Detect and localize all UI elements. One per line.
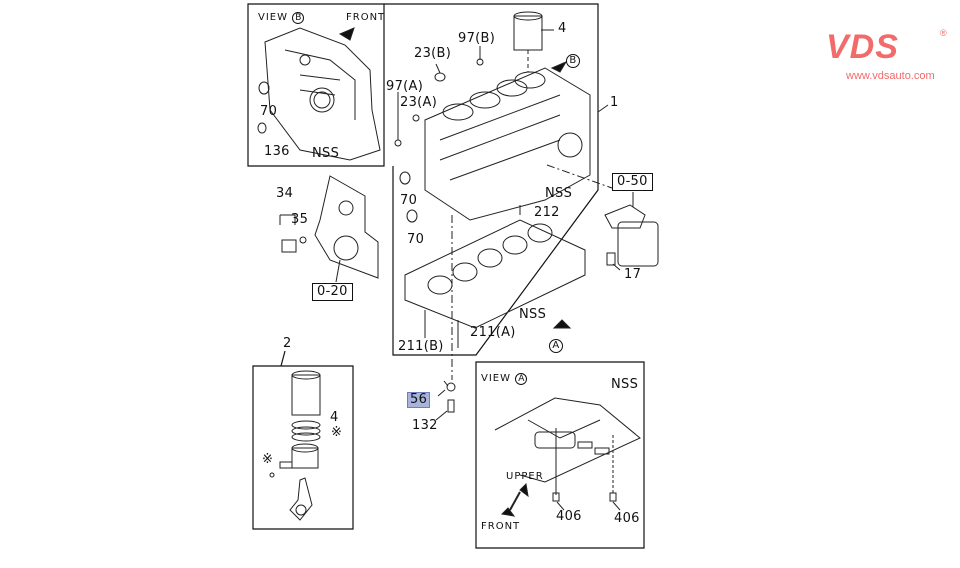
view-a-marker: A: [515, 373, 528, 385]
callout-4-piston[interactable]: 4: [330, 410, 339, 425]
lower-crankcase-illustration: [405, 205, 585, 348]
nss-label-block: NSS: [545, 186, 573, 201]
view-a-title: VIEW A: [481, 372, 528, 386]
callout-136[interactable]: 136: [264, 144, 290, 159]
callout-1[interactable]: 1: [610, 95, 619, 110]
view-b-title-text: VIEW: [258, 12, 288, 23]
callout-17[interactable]: 17: [624, 267, 642, 282]
view-b-marker-main[interactable]: B: [566, 54, 580, 68]
piston-inset-frame: [253, 366, 353, 529]
ref-box-0-20[interactable]: 0-20: [312, 283, 353, 301]
callout-70-viewb[interactable]: 70: [260, 104, 278, 119]
star-mark-pin: ※: [262, 452, 274, 467]
gasket-plate-illustration: [280, 176, 378, 282]
logo-url: www.vdsauto.com: [846, 70, 935, 82]
front-cover-illustration: [258, 28, 380, 160]
callout-212[interactable]: 212: [534, 205, 560, 220]
view-a-frame: [476, 362, 644, 548]
callout-132[interactable]: 132: [412, 418, 438, 433]
view-b-marker: B: [292, 12, 305, 24]
nss-label-lower: NSS: [519, 307, 547, 322]
view-b-frame: [248, 4, 384, 166]
view-b-front-label: FRONT: [346, 12, 386, 23]
upper-label: UPPER: [506, 471, 544, 482]
piston-assembly-illustration: [270, 371, 320, 520]
callout-56-highlighted[interactable]: 56: [407, 392, 431, 408]
callout-34[interactable]: 34: [276, 186, 294, 201]
callout-406-left[interactable]: 406: [556, 509, 582, 524]
callout-211b[interactable]: 211(B): [398, 339, 444, 354]
callout-23a[interactable]: 23(A): [400, 95, 438, 110]
oil-filter-illustration: [605, 192, 658, 270]
callout-2[interactable]: 2: [283, 336, 292, 351]
cylinder-block-illustration: [395, 12, 612, 380]
view-a-marker-main[interactable]: A: [549, 339, 563, 353]
view-a-title-text: VIEW: [481, 373, 511, 384]
callout-406-right[interactable]: 406: [614, 511, 640, 526]
registered-mark: ®: [940, 28, 947, 38]
vds-logo: VDS: [826, 28, 899, 66]
callout-211a[interactable]: 211(A): [470, 325, 516, 340]
star-mark-rings: ※: [331, 425, 343, 440]
ref-box-0-50[interactable]: 0-50: [612, 173, 653, 191]
nss-label-viewa: NSS: [611, 377, 639, 392]
callout-97b[interactable]: 97(B): [458, 31, 496, 46]
nss-label-viewb: NSS: [312, 146, 340, 161]
callout-23b[interactable]: 23(B): [414, 46, 452, 61]
callout-4[interactable]: 4: [558, 21, 567, 36]
callout-70-lower[interactable]: 70: [407, 232, 425, 247]
view-b-title: VIEW B: [258, 11, 305, 25]
front-label-viewa: FRONT: [481, 521, 521, 532]
callout-35[interactable]: 35: [291, 212, 309, 227]
callout-70-upper[interactable]: 70: [400, 193, 418, 208]
main-block-frame: [384, 4, 598, 355]
bracket-bolt-illustration: [436, 381, 455, 420]
callout-97a[interactable]: 97(A): [386, 79, 424, 94]
oil-pan-view-illustration: [495, 398, 640, 516]
